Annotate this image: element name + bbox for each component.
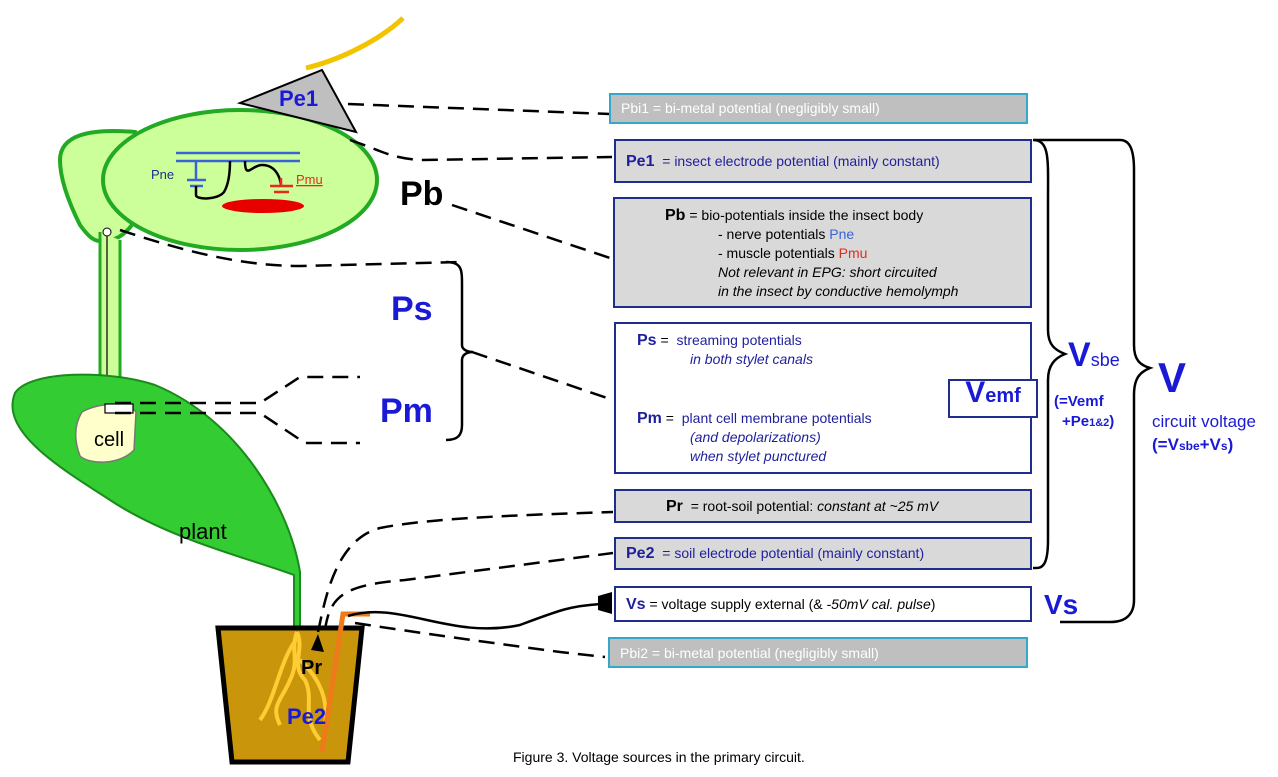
label-vsbe: Vsbe <box>1068 335 1138 377</box>
insect-electrode-triangle <box>236 68 358 134</box>
label-v: V <box>1158 354 1187 401</box>
pm-sub1: (and depolarizations) <box>690 429 821 445</box>
gold-wire <box>305 16 405 71</box>
pb-text: = bio-potentials inside the insect body <box>689 207 924 223</box>
pr-arrowhead <box>311 634 324 652</box>
box-pr: Pr = root-soil potential: constant at ~2… <box>614 489 1032 523</box>
pe1-text: = insect electrode potential (mainly con… <box>662 153 940 169</box>
vs-arrowhead <box>598 592 612 614</box>
label-pb: Pb <box>400 175 443 213</box>
box-vemf: Vemf <box>948 376 1038 418</box>
stylet-tip <box>102 227 112 237</box>
nerve-symbol <box>176 151 300 188</box>
vsbe-eq1: (=Vemf <box>1054 393 1104 410</box>
label-plant: plant <box>179 519 227 544</box>
label-pm: Pm <box>380 392 433 430</box>
stylet-tube <box>98 232 122 380</box>
dashed-connectors <box>115 102 614 659</box>
box-pbi1: Pbi1 = bi-metal potential (negligibly sm… <box>609 93 1028 124</box>
cv-eq-sub1: sbe <box>1178 439 1200 453</box>
label-pne: Pne <box>151 167 174 182</box>
pr-text: = root-soil potential: <box>690 498 818 514</box>
label-pe1: Pe1 <box>279 86 318 111</box>
label-cell: cell <box>94 429 124 451</box>
pbi1-text: Pbi1 = bi-metal potential (negligibly sm… <box>621 100 880 116</box>
pb-muscle-sym: Pmu <box>838 245 868 261</box>
stylet-in-cell <box>104 403 134 414</box>
vs-symbol: Vs <box>626 596 646 613</box>
label-vsbe-eq: (=Vemf +Pe1&2) <box>1054 392 1134 436</box>
pe2-text: = soil electrode potential (mainly const… <box>662 545 925 561</box>
label-vs-right: Vs <box>1044 589 1079 620</box>
vs-text-end: ) <box>930 596 936 612</box>
ps-pm-bracket <box>445 260 474 442</box>
ps-text: streaming potentials <box>676 332 802 348</box>
vs-text: = voltage supply external (& <box>649 596 827 612</box>
pm-sub2: when stylet punctured <box>690 448 827 464</box>
label-pmu: Pmu <box>296 172 323 187</box>
vs-text-italic: -50mV cal. pulse <box>826 596 931 612</box>
plant-leaf <box>11 373 301 633</box>
pb-symbol: Pb <box>665 207 686 224</box>
box-vs: Vs = voltage supply external (& -50mV ca… <box>614 586 1032 622</box>
cv-eq-sub2: s <box>1220 439 1228 453</box>
cv-eq-mid: +V <box>1199 435 1221 454</box>
vsbe-eq2-sub: 1&2 <box>1089 417 1110 429</box>
label-pe2: Pe2 <box>287 704 326 729</box>
vsbe-eq2-main: +Pe <box>1062 413 1090 430</box>
pr-symbol: Pr <box>666 498 683 515</box>
pe2-symbol: Pe2 <box>626 545 655 562</box>
vsbe-eq2-end: ) <box>1109 413 1115 430</box>
pb-note1: Not relevant in EPG: short circuited <box>718 264 937 280</box>
pb-nerve-sym: Pne <box>829 226 855 242</box>
nerve-loop <box>194 160 232 200</box>
box-pb: Pb = bio-potentials inside the insect bo… <box>613 197 1032 308</box>
box-pe2: Pe2 = soil electrode potential (mainly c… <box>614 537 1032 570</box>
pm-eq: = <box>665 410 674 426</box>
ps-eq: = <box>660 332 669 348</box>
cv-eq-end: ) <box>1227 435 1234 454</box>
pe1-symbol: Pe1 <box>626 153 655 170</box>
pbi2-text: Pbi2 = bi-metal potential (negligibly sm… <box>620 645 879 661</box>
pr-text-italic: constant at ~25 mV <box>817 498 939 514</box>
box-pe1: Pe1 = insect electrode potential (mainly… <box>614 139 1032 183</box>
muscle-symbol <box>270 178 293 194</box>
vsbe-main: V <box>1068 336 1091 374</box>
ps-symbol: Ps <box>637 332 657 349</box>
muscle-tissue <box>222 199 304 213</box>
vsbe-bracket <box>1032 138 1069 570</box>
pm-symbol: Pm <box>637 410 662 427</box>
cv-eq-pre: (=V <box>1152 435 1179 454</box>
vemf-main: V <box>965 376 986 409</box>
insect-body <box>101 108 379 252</box>
pb-nerve-text: - nerve potentials <box>718 226 830 242</box>
box-pbi2: Pbi2 = bi-metal potential (negligibly sm… <box>608 637 1028 668</box>
label-circuit-voltage: circuit voltage <box>1152 412 1256 431</box>
label-pr: Pr <box>301 657 322 679</box>
pb-note2: in the insect by conductive hemolymph <box>718 283 959 299</box>
ps-sub: in both stylet canals <box>690 351 813 367</box>
figure-caption: Figure 3. Voltage sources in the primary… <box>513 749 805 765</box>
vs-wire <box>347 602 602 630</box>
v-bracket <box>1034 138 1154 624</box>
label-ps: Ps <box>391 290 433 328</box>
vemf-sub: emf <box>985 385 1021 407</box>
vsbe-sub: sbe <box>1090 350 1120 370</box>
pm-text: plant cell membrane potentials <box>681 410 872 426</box>
pb-muscle-text: - muscle potentials <box>718 245 839 261</box>
plant-roots <box>258 631 328 742</box>
label-cv-eq: (=Vsbe+Vs) <box>1152 435 1276 457</box>
